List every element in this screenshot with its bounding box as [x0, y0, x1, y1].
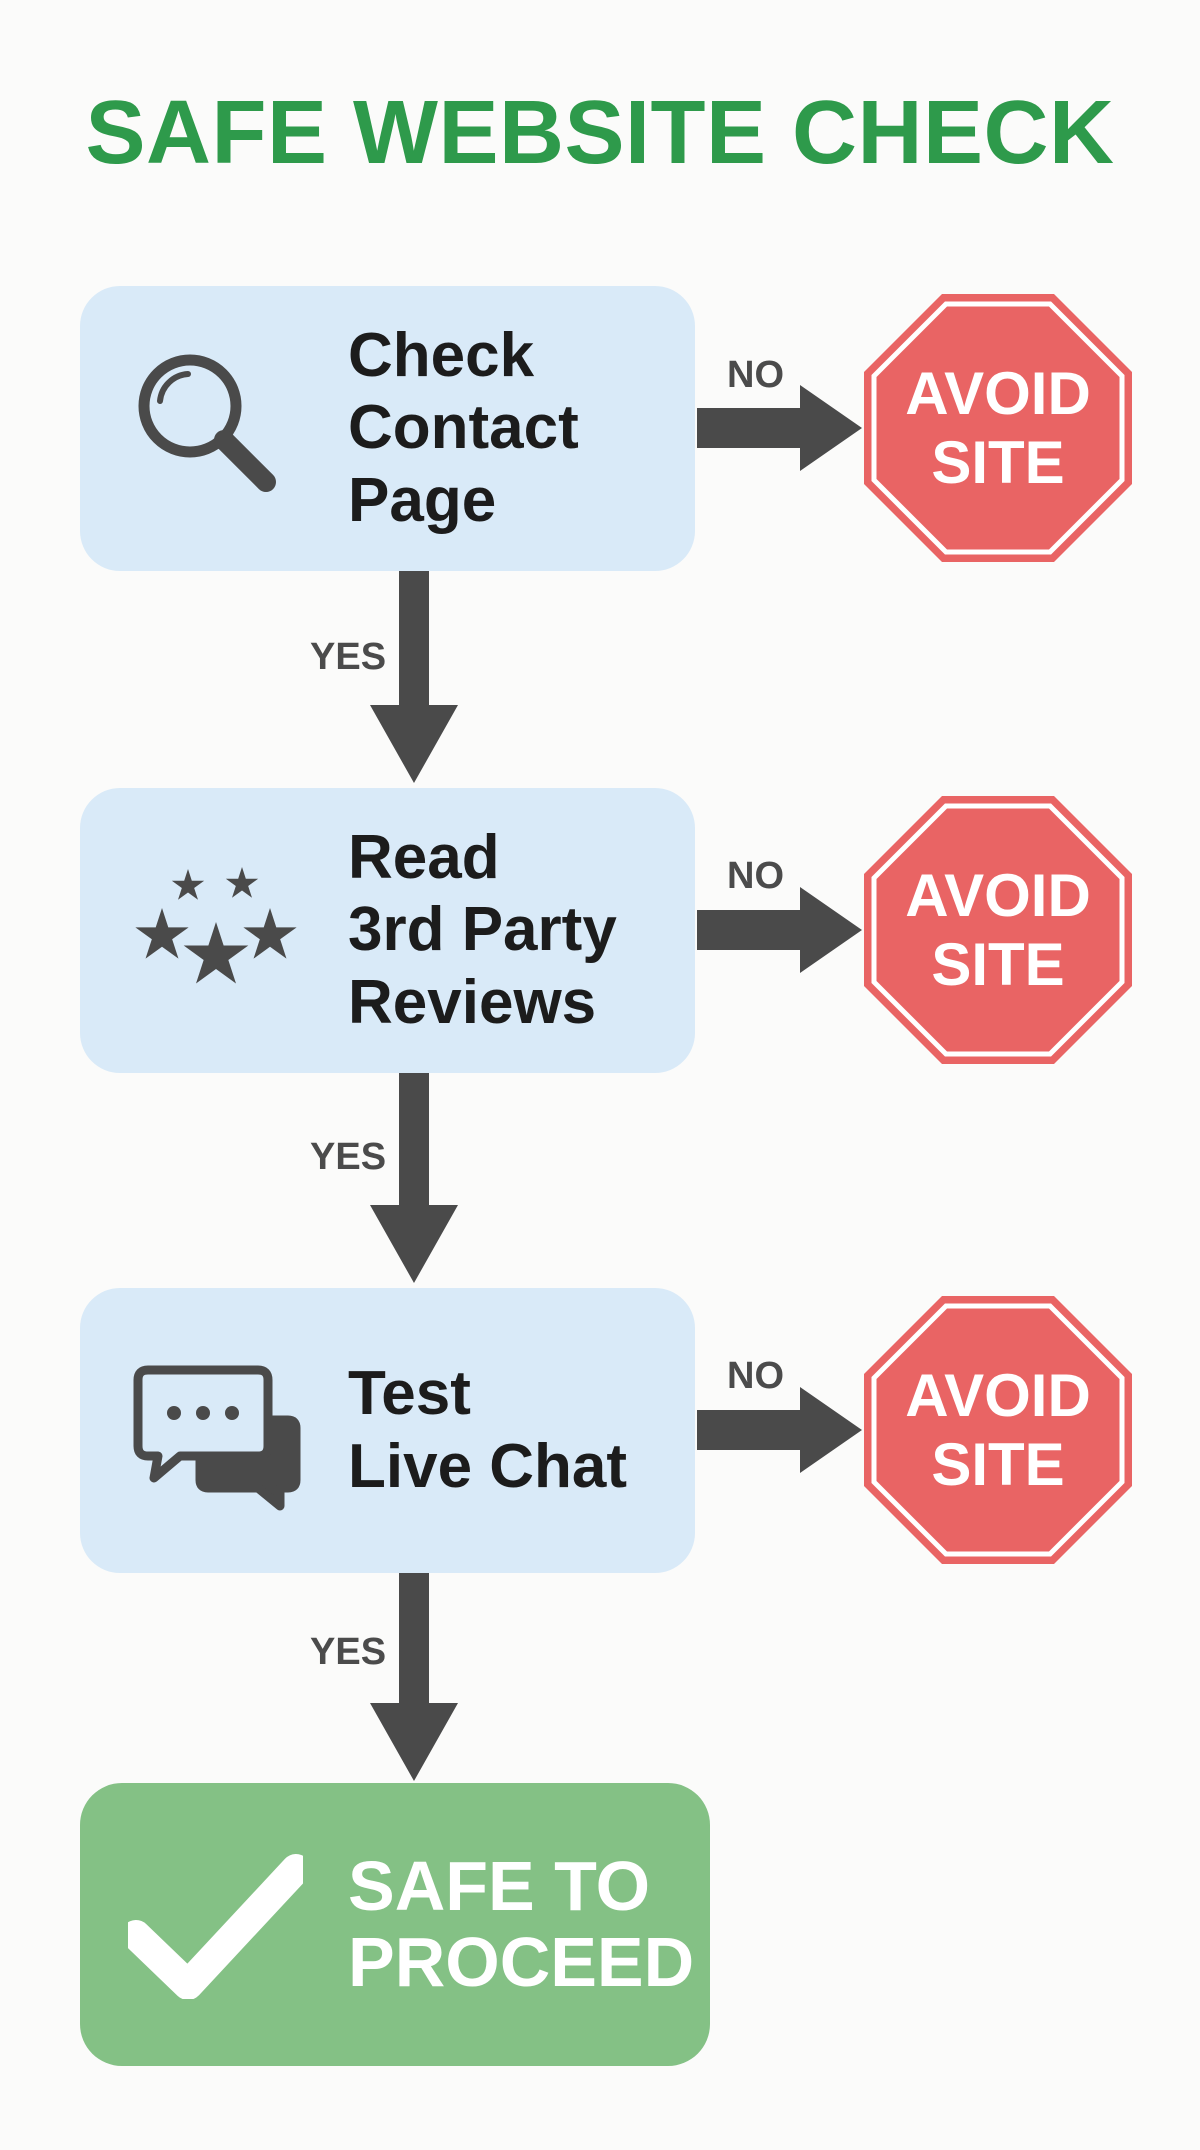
site-text: SITE: [931, 931, 1065, 998]
yes-arrow-3: [370, 1573, 458, 1781]
site-text: SITE: [931, 429, 1065, 496]
safe-to-proceed-box: SAFE TO PROCEED: [80, 1783, 710, 2066]
step-test-live-chat: Test Live Chat: [80, 1288, 695, 1573]
no-arrow-3: [697, 1387, 862, 1473]
checkmark-icon: [121, 1849, 311, 2000]
no-label: NO: [727, 1355, 784, 1397]
step-read-reviews: Read 3rd Party Reviews: [80, 788, 695, 1073]
stop-sign-icon: [864, 796, 1132, 1064]
chat-bubbles-icon: [130, 1348, 301, 1513]
avoid-text: AVOID: [905, 360, 1091, 427]
avoid-site-stop-sign: AVOID SITE: [862, 794, 1134, 1066]
avoid-site-stop-sign: AVOID SITE: [862, 292, 1134, 564]
stop-sign-icon: [864, 294, 1132, 562]
safe-label: SAFE TO PROCEED: [348, 1846, 695, 2001]
avoid-site-stop-sign: AVOID SITE: [862, 1294, 1134, 1566]
avoid-text: AVOID: [905, 1362, 1091, 1429]
no-label: NO: [727, 855, 784, 897]
magnifying-glass-icon: [130, 346, 295, 511]
no-arrow-2: [697, 887, 862, 973]
site-text: SITE: [931, 1431, 1065, 1498]
avoid-text: AVOID: [905, 862, 1091, 929]
yes-label: YES: [310, 1631, 387, 1673]
yes-arrow-2: [370, 1073, 458, 1283]
step-check-contact-page: Check Contact Page: [80, 286, 695, 571]
stop-sign-icon: [864, 1296, 1132, 1564]
yes-label: YES: [310, 636, 387, 678]
yes-label: YES: [310, 1136, 387, 1178]
step-label: Check Contact Page: [348, 320, 579, 535]
no-arrow-1: [697, 385, 862, 471]
step-label: Read 3rd Party Reviews: [348, 822, 617, 1037]
yes-arrow-1: [370, 571, 458, 783]
step-label: Test Live Chat: [348, 1358, 628, 1501]
diagram-title: SAFE WEBSITE CHECK: [85, 83, 1115, 183]
no-label: NO: [727, 354, 784, 396]
stars-icon: [130, 848, 297, 1013]
